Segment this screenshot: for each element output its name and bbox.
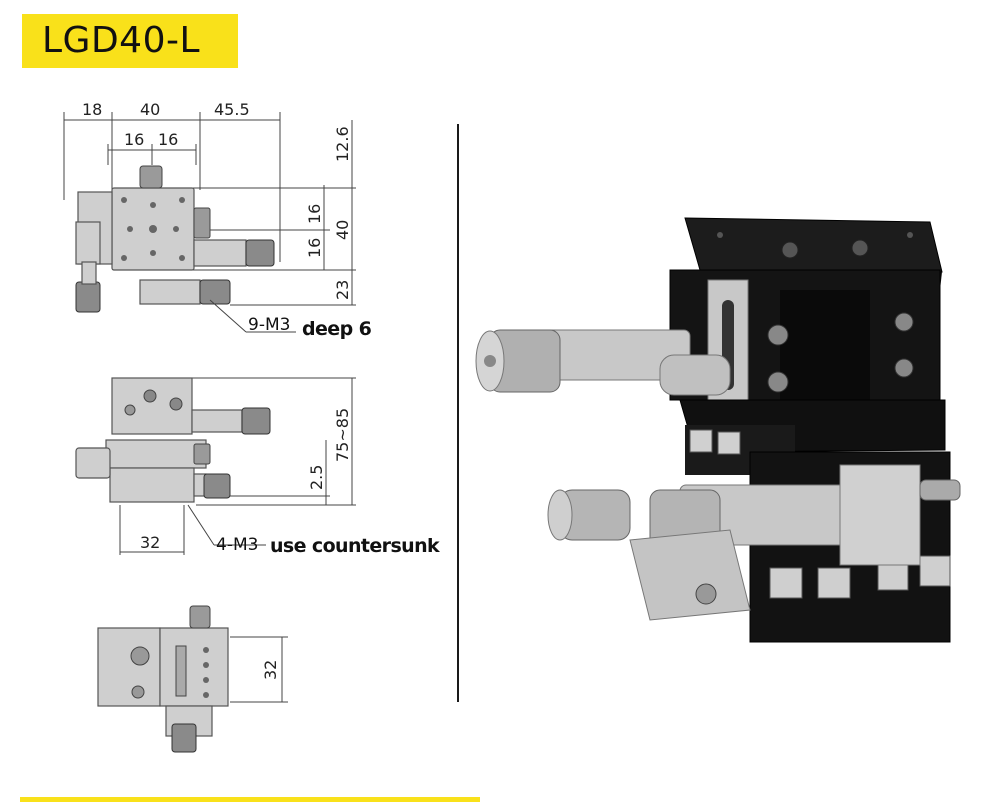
top-note-thread: 9-M3 [248,315,290,335]
product-title: LGD40-L [42,20,201,61]
dim-32-side: 32 [140,533,160,552]
end-view: 32 [97,605,288,753]
dim-16-d: 16 [305,238,324,258]
dim-18: 18 [82,100,102,119]
bottom-accent-bar [20,797,480,802]
dim-45-5: 45.5 [214,100,250,119]
title-banner: LGD40-L [22,14,238,68]
dim-75-85: 75~85 [333,408,352,462]
dim-16-a: 16 [124,130,144,149]
dim-12-6: 12.6 [333,126,352,162]
side-view: 75~85 2.5 32 4-M3 use countersunk [75,377,441,557]
side-note-countersunk: use countersunk [270,535,440,557]
top-note-depth: deep 6 [302,318,372,340]
dim-2-5: 2.5 [307,465,326,490]
dim-16-c: 16 [305,204,324,224]
technical-drawing: 18 40 45.5 16 16 12.6 16 16 40 23 [63,100,441,753]
vertical-divider [457,124,459,702]
dim-16-b: 16 [158,130,178,149]
top-view: 18 40 45.5 16 16 12.6 16 16 40 23 [63,100,372,340]
dim-40-right: 40 [333,220,352,240]
product-photo [475,217,961,643]
dim-23: 23 [333,280,352,300]
dim-32-end: 32 [261,660,280,680]
dim-40: 40 [140,100,160,119]
side-note-thread: 4-M3 [216,535,258,555]
